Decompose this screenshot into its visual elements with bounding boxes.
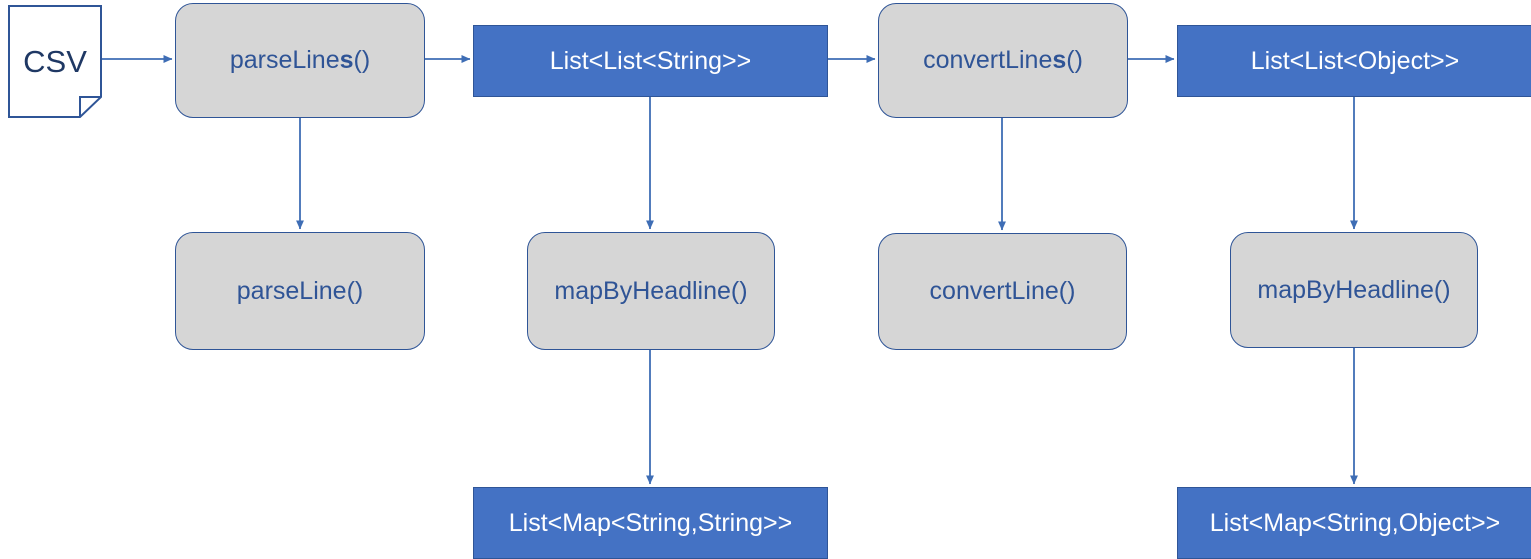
node-map-by-headline-2[interactable]: mapByHeadline() xyxy=(1230,232,1478,348)
node-list-map-string[interactable]: List<Map<String,String>> xyxy=(473,487,828,559)
csv-document-node[interactable]: CSV xyxy=(8,5,102,118)
node-convert-lines-label: convertLines() xyxy=(923,46,1083,75)
document-icon xyxy=(8,5,102,118)
node-list-list-object-label: List<List<Object>> xyxy=(1250,46,1460,75)
node-parse-line-label: parseLine() xyxy=(236,276,364,305)
node-list-list-string-label: List<List<String>> xyxy=(549,46,752,75)
node-convert-line-label: convertLine() xyxy=(929,277,1076,306)
node-list-map-string-label: List<Map<String,String>> xyxy=(508,508,793,537)
node-parse-lines[interactable]: parseLines() xyxy=(175,3,425,118)
csv-label: CSV xyxy=(23,43,87,79)
node-map-by-headline-2-label: mapByHeadline() xyxy=(1257,275,1451,304)
node-parse-lines-label: parseLines() xyxy=(229,46,371,75)
node-list-list-string[interactable]: List<List<String>> xyxy=(473,25,828,97)
node-map-by-headline-1-label: mapByHeadline() xyxy=(554,276,748,305)
node-convert-line[interactable]: convertLine() xyxy=(878,233,1127,350)
node-list-list-object[interactable]: List<List<Object>> xyxy=(1177,25,1531,97)
node-map-by-headline-1[interactable]: mapByHeadline() xyxy=(527,232,775,350)
node-list-map-object-label: List<Map<String,Object>> xyxy=(1209,508,1501,537)
node-parse-line[interactable]: parseLine() xyxy=(175,232,425,350)
node-list-map-object[interactable]: List<Map<String,Object>> xyxy=(1177,487,1531,559)
node-convert-lines[interactable]: convertLines() xyxy=(878,3,1128,118)
